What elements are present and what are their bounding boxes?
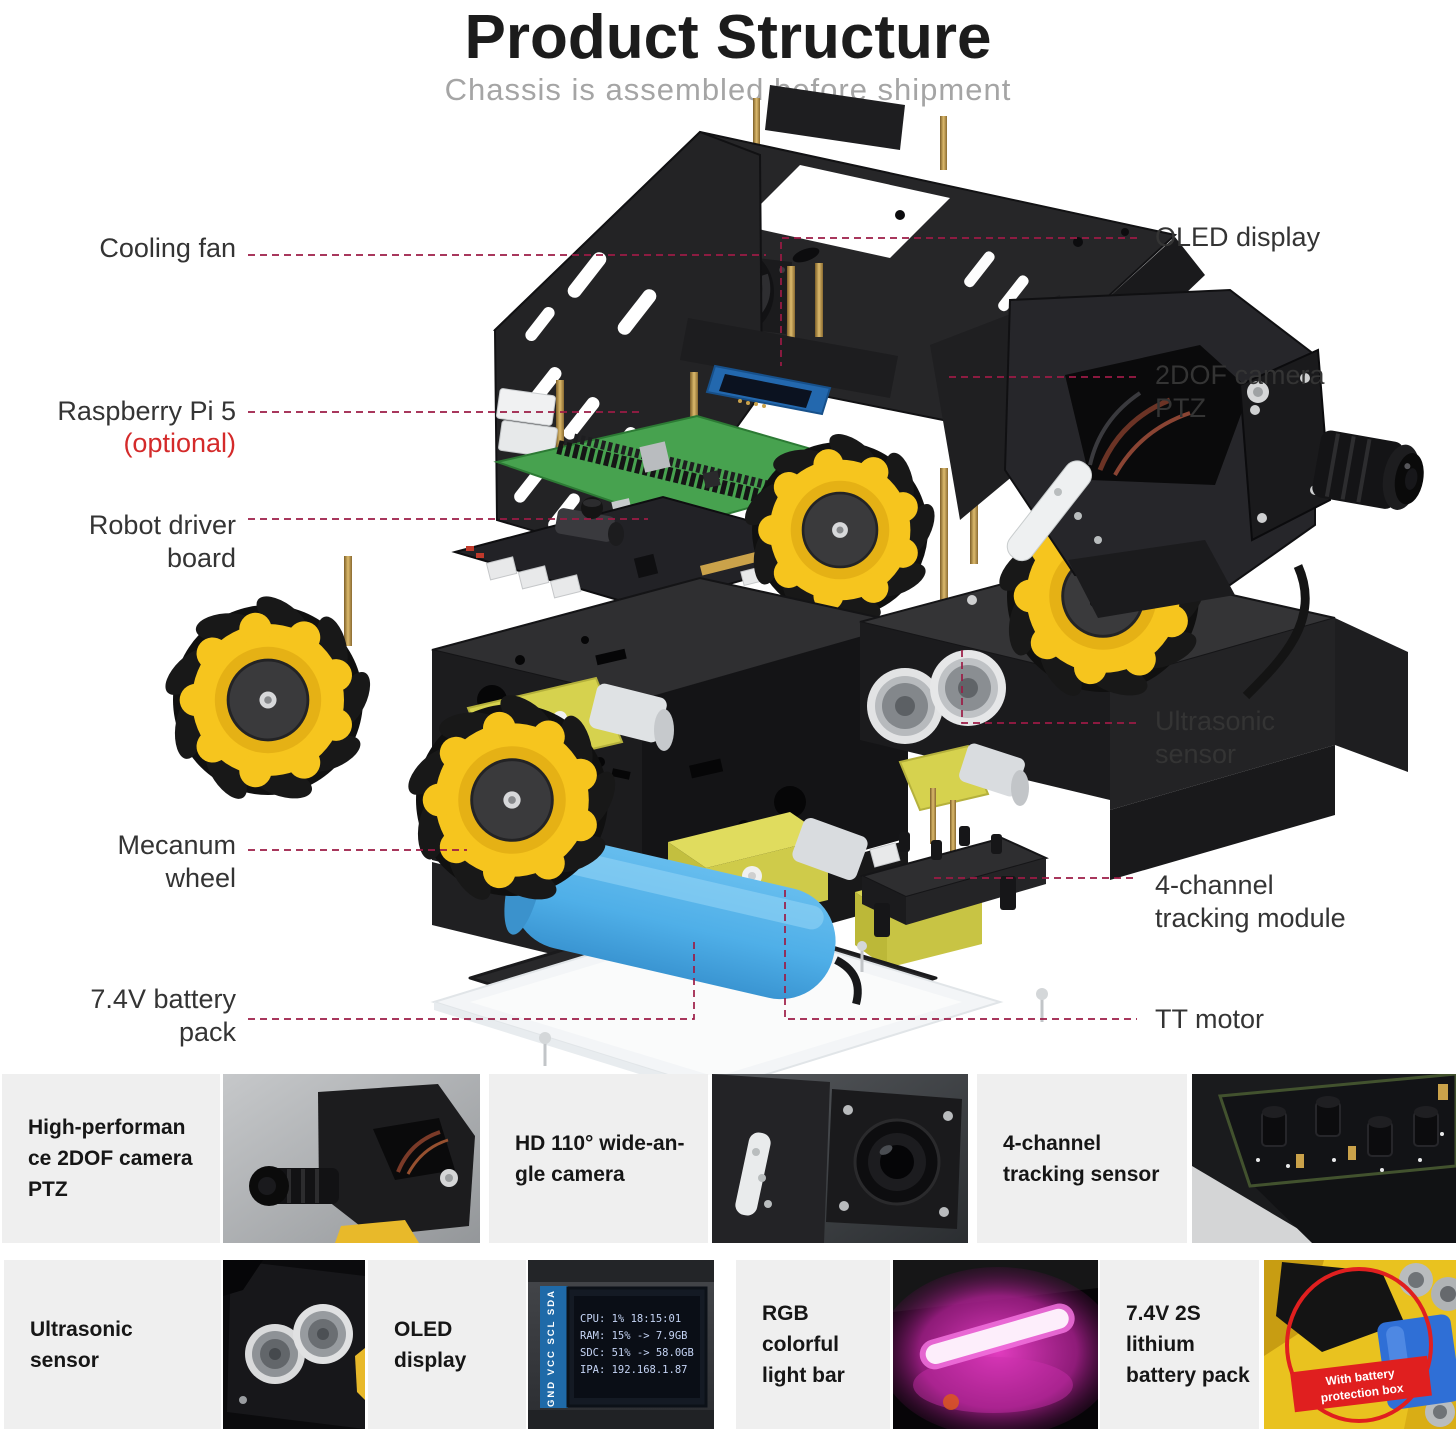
ultrasonic-sensor bbox=[867, 650, 1006, 744]
leader-lines bbox=[248, 237, 1137, 1020]
feature-battery-photo: With battery protection box bbox=[1264, 1260, 1456, 1429]
tracking-module bbox=[859, 826, 1049, 937]
feature-tracking-photo bbox=[1192, 1074, 1456, 1243]
feature-ptz-photo bbox=[223, 1074, 480, 1243]
standoff bbox=[556, 380, 564, 454]
label-mecanum-wheel: Mecanum wheel bbox=[117, 830, 236, 893]
battery-photo-art: With battery protection box bbox=[1264, 1260, 1456, 1429]
oled-pin-labels: GND VCC SCL SDA bbox=[546, 1289, 557, 1407]
feature-rgb-photo bbox=[893, 1260, 1098, 1429]
standoff bbox=[344, 556, 352, 646]
hd-camera-photo-art bbox=[712, 1074, 968, 1243]
label-tt-motor: TT motor bbox=[1155, 1004, 1265, 1034]
label-oled-display: OLED display bbox=[1155, 222, 1321, 252]
acrylic-plate bbox=[430, 914, 1048, 1075]
standoff bbox=[940, 468, 948, 600]
feature-oled-photo: GND VCC SCL SDA CPU: 1% 18:15:01 RAM: 15… bbox=[528, 1260, 714, 1429]
label-raspberry-pi-note: (optional) bbox=[123, 428, 236, 458]
oled-line-3: SDC: 51% -> 58.0GB bbox=[580, 1347, 694, 1359]
label-robot-driver-board: Robot driver board bbox=[88, 510, 236, 573]
label-raspberry-pi: Raspberry Pi 5 bbox=[57, 396, 236, 426]
exploded-diagram bbox=[156, 85, 1424, 1075]
feature-rgb-label: RGB colorful light bar bbox=[736, 1260, 890, 1429]
oled-photo-art: GND VCC SCL SDA CPU: 1% 18:15:01 RAM: 15… bbox=[528, 1260, 714, 1429]
oled-line-4: IPA: 192.168.1.87 bbox=[580, 1364, 687, 1376]
label-cooling-fan: Cooling fan bbox=[99, 233, 236, 263]
feature-battery-label: 7.4V 2S lithium battery pack bbox=[1100, 1260, 1259, 1429]
rgb-photo-art bbox=[893, 1260, 1098, 1429]
standoff bbox=[787, 266, 795, 370]
battery-wire bbox=[834, 956, 862, 1006]
feature-oled-label: OLED display bbox=[368, 1260, 526, 1429]
page-title: Product Structure bbox=[464, 3, 992, 72]
feature-ultrasonic-photo bbox=[223, 1260, 365, 1429]
label-ultrasonic-sensor: Ultrasonic sensor bbox=[1155, 706, 1276, 769]
label-camera-ptz: 2DOF camera PTZ bbox=[1155, 360, 1325, 423]
oled-line-2: RAM: 15% -> 7.9GB bbox=[580, 1330, 687, 1342]
leader-ultrasonic bbox=[961, 650, 1137, 724]
label-tracking-module: 4-channel tracking module bbox=[1155, 870, 1346, 933]
page-subtitle: Chassis is assembled before shipment bbox=[444, 72, 1012, 107]
standoff bbox=[815, 263, 823, 337]
feature-ptz-label: High-performan ce 2DOF camera PTZ bbox=[2, 1074, 220, 1243]
oled-module bbox=[680, 318, 898, 416]
label-battery-pack: 7.4V battery pack bbox=[90, 984, 236, 1047]
feature-hd-camera-label: HD 110° wide-an- gle camera bbox=[489, 1074, 708, 1243]
ptz-photo-art bbox=[223, 1074, 480, 1243]
oled-line-1: CPU: 1% 18:15:01 bbox=[580, 1313, 681, 1325]
leader-battery bbox=[248, 938, 695, 1020]
feature-tracking-label: 4-channel tracking sensor bbox=[977, 1074, 1187, 1243]
feature-ultrasonic-label: Ultrasonic sensor bbox=[4, 1260, 221, 1429]
leader-tt-motor bbox=[784, 890, 1137, 1020]
ultrasonic-photo-art bbox=[223, 1260, 365, 1429]
top-standoffs bbox=[753, 85, 947, 170]
raspberry-pi-board bbox=[493, 388, 888, 528]
tracking-photo-art bbox=[1192, 1074, 1456, 1243]
camera-ptz bbox=[930, 288, 1424, 700]
feature-hd-camera-photo bbox=[712, 1074, 968, 1243]
tt-motor-right bbox=[898, 743, 1029, 812]
